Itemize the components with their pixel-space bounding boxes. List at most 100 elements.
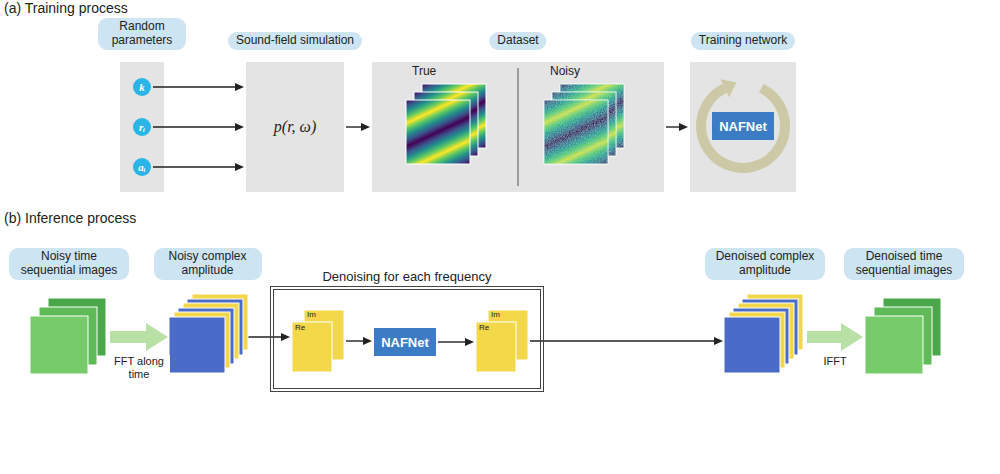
frame-heading: Denoising for each frequency [322,269,491,284]
node-illustration [372,62,664,192]
flow-arrow [666,126,680,127]
text-holder: aᵢ [133,158,151,176]
label-holder: IFFT [823,355,846,368]
label-holder: (a) Training process [4,0,128,16]
text-holder: Denoising for each frequency [322,269,491,284]
flow-arrow [153,166,236,167]
section-heading: Training network [699,34,787,48]
transform-arrow [807,331,843,343]
flow-arrow [346,126,362,127]
node-illustration [476,310,528,372]
text-holder: Re [295,324,305,332]
node-illustration [292,310,344,372]
text-holder: rᵢ [133,118,151,136]
flow-arrow [438,341,466,342]
simulation-panel: Sound-field simulationp(r, ω) [246,62,344,192]
label-holder: (b) Inference process [4,210,136,226]
image-frame [30,316,88,374]
section-heading: Dataset [497,34,538,48]
label-holder: FFT along time [108,355,170,381]
text-holder: Dataset [489,32,546,50]
section-heading: Noisy time sequential images [17,250,121,278]
image-stack: Denoised time sequential images [865,292,943,382]
flow-arrow [153,86,236,87]
panel-ground [690,62,796,192]
parameter-circle: aᵢ [133,158,151,176]
panel-title: (a) Training process [4,0,128,16]
box-label: rᵢ [139,121,145,133]
part-label: Re [295,324,305,332]
text-holder: Noisy complex amplitude [154,248,262,280]
flow-arrow [346,340,364,341]
re-im-square [292,322,332,372]
part-label: Re [479,324,489,332]
node-illustration [170,292,245,382]
box-label: p(r, ω) [274,118,316,136]
flow-arrow [153,126,236,127]
flow-arrow [530,340,715,341]
box-label: NAFNet [381,335,429,350]
re-im-pair: ImRe [292,310,344,372]
part-label: Im [491,311,500,319]
training-panel: Training networkNAFNet [690,62,796,192]
image-frame [865,316,923,374]
text-holder: Re [479,324,489,332]
part-label: Noisy [550,65,580,77]
text-holder: Training network [691,32,795,50]
text-holder: NAFNet [374,328,436,356]
field-image [544,100,608,164]
text-holder: Im [491,311,500,319]
section-heading: Noisy complex amplitude [162,250,254,278]
panel-title: (b) Inference process [4,210,136,226]
box-label: NAFNet [719,119,767,134]
node-illustration [865,292,943,382]
denoising-frame: Denoising for each frequencyImReNAFNetIm… [270,286,544,392]
transform-arrow [110,331,148,343]
section-heading: Denoised time sequential images [852,250,956,278]
box-label: k [139,81,145,93]
section-heading: Random parameters [106,20,178,48]
node-illustration [725,292,805,382]
text-holder: True [412,65,436,77]
amplitude-stack: Denoised complex amplitude [725,292,805,382]
amplitude-frame [169,317,225,373]
panel-ground [372,62,664,192]
section-heading: Sound-field simulation [236,34,354,48]
parameter-circle: k [133,78,151,96]
panel-ground [246,62,344,192]
text-holder: NAFNet [712,112,774,140]
text-holder: Noisy time sequential images [9,248,129,280]
node-illustration [30,292,108,382]
box-label: aᵢ [138,161,145,173]
nafnet-box: NAFNet [712,112,774,140]
amplitude-stack: Noisy complex amplitude [170,292,245,382]
amplitude-frame [724,317,780,373]
text-holder: Im [307,311,316,319]
parameter-panel: Random parameterskrᵢaᵢ [120,62,164,192]
text-holder: Random parameters [98,18,186,50]
training-loop-arrow [696,79,790,173]
text-holder: Sound-field simulation [228,32,362,50]
flow-arrow [247,336,282,337]
image-stack: Noisy time sequential images [30,292,108,382]
text-holder: Denoised complex amplitude [705,248,825,280]
text-holder: Noisy [550,65,580,77]
field-image [406,100,470,164]
dataset-panel: DatasetTrueNoisy [372,62,664,192]
section-heading: Denoised complex amplitude [713,250,817,278]
text-holder: Denoised time sequential images [844,248,964,280]
text-holder: p(r, ω) [246,62,344,192]
edge-label: FFT along time [108,355,170,381]
parameter-circle: rᵢ [133,118,151,136]
edge-label: IFFT [823,355,846,368]
re-im-square [476,322,516,372]
part-label: Im [307,311,316,319]
re-im-pair: ImRe [476,310,528,372]
nafnet-box: NAFNet [374,328,436,356]
text-holder: k [133,78,151,96]
part-label: True [412,65,436,77]
